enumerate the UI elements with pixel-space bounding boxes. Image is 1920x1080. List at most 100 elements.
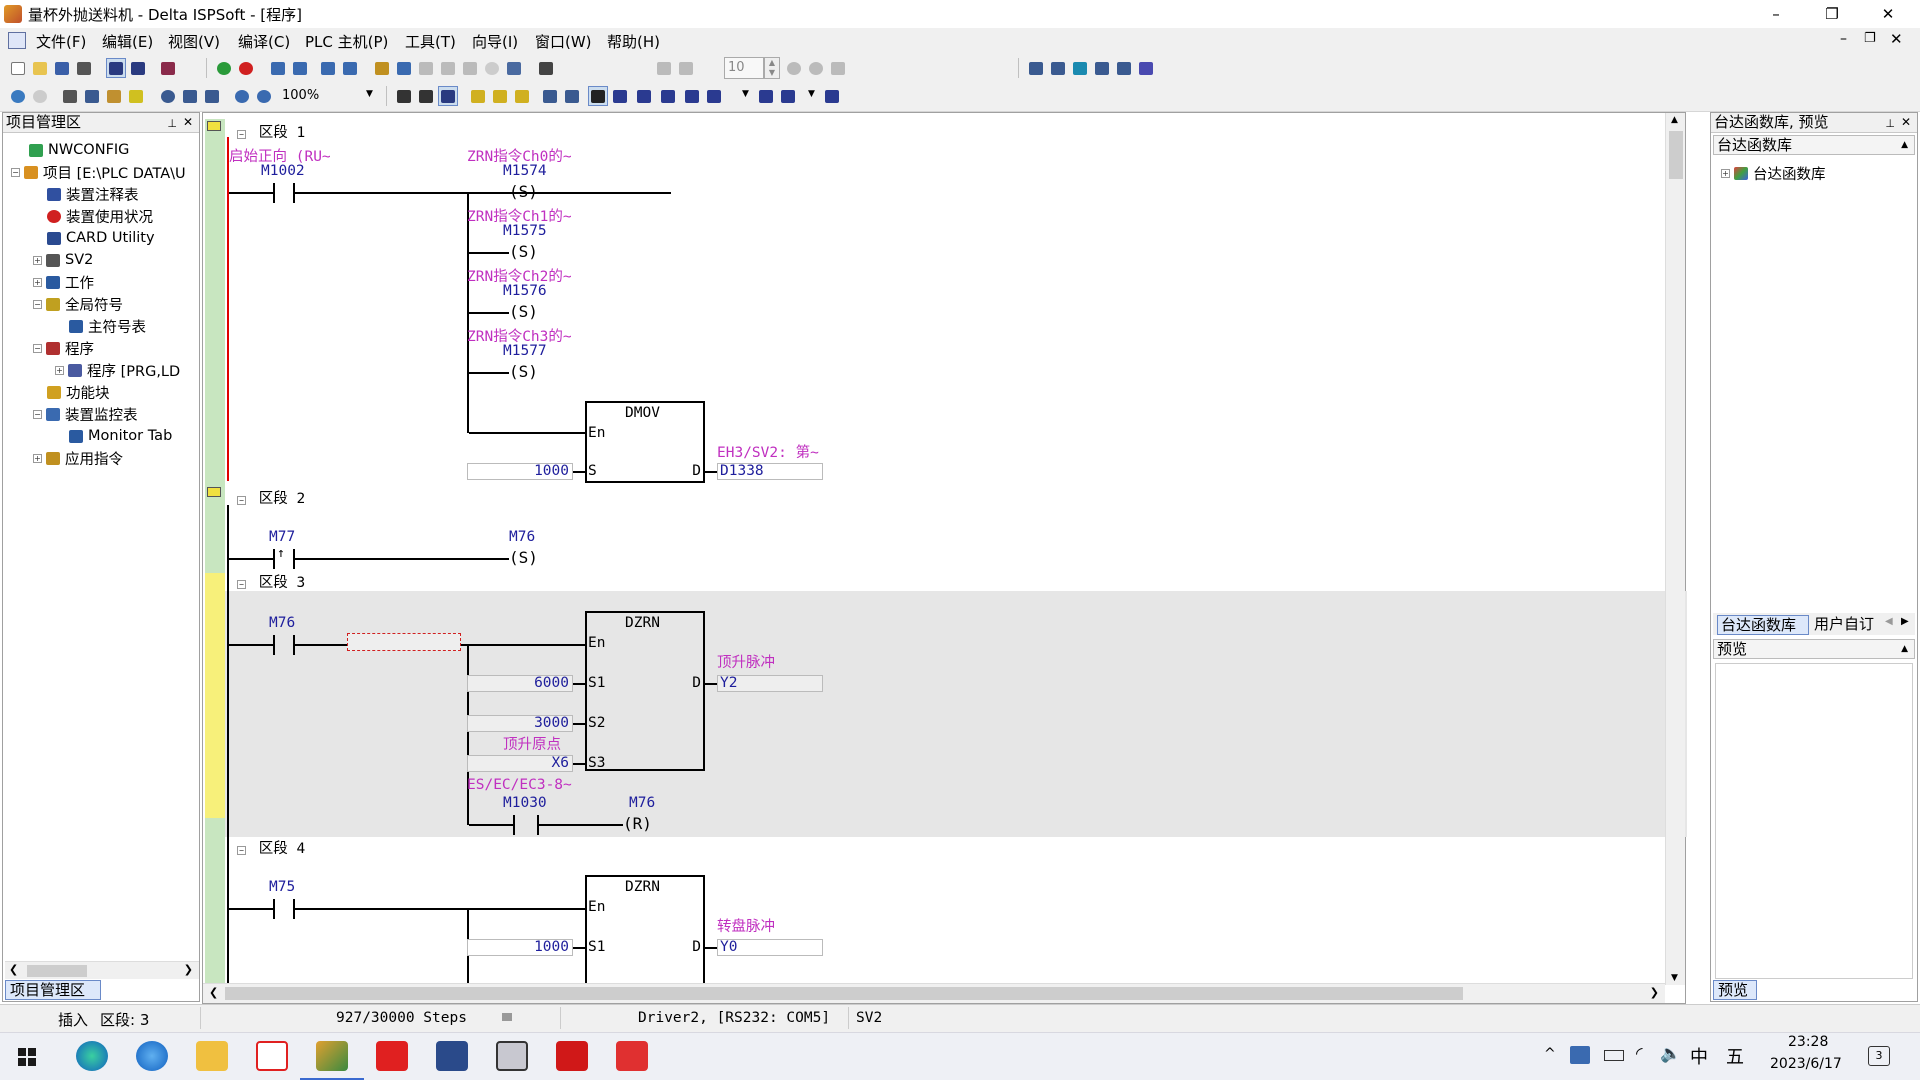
set-coil[interactable]: (S) [509,242,538,261]
preview-header[interactable]: 预览 ▲ [1713,639,1915,659]
collapse-arrow-icon[interactable]: ▲ [1901,140,1908,150]
download-icon[interactable] [268,58,288,78]
operand-s3[interactable]: X6 [467,755,573,772]
tree-item-monitor-table[interactable]: Monitor Tab [7,425,197,447]
tray-app-icon[interactable] [1570,1046,1590,1064]
find-icon[interactable] [158,86,178,106]
insert-col-icon[interactable] [490,86,510,106]
menu-compile[interactable]: 编译(C) [238,33,291,51]
delete-icon[interactable] [512,86,532,106]
set-coil[interactable]: (S) [509,548,538,567]
menu-file[interactable]: 文件(F) [36,33,87,51]
chevron-down-icon[interactable]: ▼ [808,89,815,99]
library-tree-item[interactable]: + 台达函数库 [1721,167,1826,183]
operand-s2[interactable]: 3000 [467,715,573,732]
expand-icon[interactable]: + [33,255,42,265]
ime-language[interactable]: 中 [1690,1047,1708,1068]
ime-mode[interactable]: 五 [1726,1047,1744,1068]
copy-icon[interactable] [82,86,102,106]
tree-item-program-prg[interactable]: +程序 [PRG,LD [55,363,181,380]
device-icon[interactable] [1048,58,1068,78]
monitor-icon[interactable] [394,58,414,78]
tab-scroll-left-icon[interactable]: ◀ [1885,616,1893,627]
open-folder-icon[interactable] [30,58,50,78]
symbol-view-icon[interactable] [438,86,458,106]
tree-item-device-usage[interactable]: 装置使用状况 [7,205,197,227]
collapse-icon[interactable]: − [11,167,20,177]
app-icon-blue[interactable] [436,1041,468,1071]
tree-item-project[interactable]: −项目 [E:\PLC DATA\U [11,165,186,182]
tab-delta-library[interactable]: 台达函数库 [1717,615,1809,635]
step-spinner-input[interactable]: 10 [724,57,764,79]
tab-scroll-right-icon[interactable]: ▶ [1901,616,1909,627]
collapse-icon[interactable]: − [33,299,42,309]
new-file-icon[interactable] [8,58,28,78]
horizontal-line-icon[interactable] [562,86,582,106]
contact-device[interactable]: M77 [269,529,296,545]
mdi-close-button[interactable]: ✕ [1890,30,1903,48]
segment-header-3[interactable]: − 区段 3 [237,571,305,592]
grey-tool-icon-3[interactable] [460,58,480,78]
contact-symbol[interactable] [513,815,515,835]
vertical-scrollbar[interactable]: ▲ ▼ [1665,113,1685,985]
branch-icon[interactable] [756,86,776,106]
pin-icon[interactable]: ⊥ [167,117,177,130]
print-icon[interactable] [74,58,94,78]
pdf-icon[interactable] [556,1041,588,1071]
eraser-icon[interactable] [126,86,146,106]
grey-tool-icon-5[interactable] [676,58,696,78]
scroll-right-icon[interactable]: ❯ [1649,986,1659,999]
library-section-header[interactable]: 台达函数库 ▲ [1713,135,1915,155]
menu-plc[interactable]: PLC 主机(P) [305,33,389,51]
contact-symbol[interactable] [273,549,275,569]
mdi-restore-button[interactable]: ❐ [1864,31,1876,46]
contact-symbol[interactable] [273,635,275,655]
branch-up-icon[interactable] [778,86,798,106]
dmov-block[interactable]: DMOV En S D [585,401,705,483]
scroll-down-icon[interactable]: ▼ [1671,973,1678,983]
online-icon[interactable] [372,58,392,78]
settings-icon[interactable] [504,58,524,78]
zoom-in-icon[interactable] [232,86,252,106]
clock-time[interactable]: 23:28 [1788,1034,1829,1050]
tree-item-programs[interactable]: −程序 [33,341,94,358]
operand-d[interactable]: Y2 [717,675,823,692]
tree-item-instructions[interactable]: +应用指令 [33,451,123,468]
clock-date[interactable]: 2023/6/17 [1770,1056,1842,1072]
back-icon[interactable] [8,86,28,106]
table-icon[interactable] [1070,58,1090,78]
segment-header-2[interactable]: − 区段 2 [237,487,305,508]
notification-icon[interactable]: 3 [1868,1046,1890,1066]
grey-tool-icon-6[interactable] [828,58,848,78]
scroll-thumb[interactable] [1669,131,1683,179]
coil-device[interactable]: M1574 [503,163,547,179]
dzrn-block[interactable]: DZRN En S1 D [585,875,705,987]
reset-coil[interactable]: (R) [623,814,652,833]
wps-office-icon[interactable] [616,1041,648,1071]
tree-item-monitor-tables[interactable]: −装置监控表 [33,407,138,424]
contact-icon[interactable] [610,86,630,106]
menu-wizard[interactable]: 向导(I) [472,33,519,51]
coil-device[interactable]: M1575 [503,223,547,239]
close-button[interactable]: ✕ [1881,5,1895,23]
stop-icon[interactable] [236,58,256,78]
tab-user-library[interactable]: 用户自订 [1814,615,1875,633]
and-icon[interactable] [704,86,724,106]
coil-device[interactable]: M1576 [503,283,547,299]
scroll-right-icon[interactable]: ❯ [183,963,193,976]
spinner-arrows[interactable]: ▲▼ [764,57,780,79]
operand-s[interactable]: 1000 [467,463,573,480]
grey-tool-icon[interactable] [416,58,436,78]
coil-device[interactable]: M76 [629,795,656,811]
block-icon[interactable] [658,86,678,106]
close-icon[interactable]: ✕ [1900,115,1911,129]
scroll-up-icon[interactable]: ▲ [1671,115,1678,125]
expand-icon[interactable]: + [33,453,42,463]
horizontal-scrollbar[interactable]: ❮ ❯ [203,983,1665,1003]
minimize-button[interactable]: – [1772,5,1780,23]
comment-icon[interactable] [416,86,436,106]
coil-device[interactable]: M1577 [503,343,547,359]
collapse-arrow-icon[interactable]: ▲ [1901,644,1908,654]
chevron-down-icon[interactable]: ▼ [366,89,373,99]
tree-item-global-symbols[interactable]: −全局符号 [33,297,123,314]
